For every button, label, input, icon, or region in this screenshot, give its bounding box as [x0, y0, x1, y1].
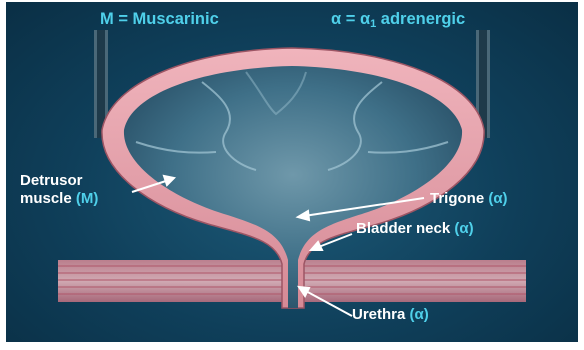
slide-canvas: M = Muscarinic α = α1 adrenergic Detruso…: [6, 2, 578, 342]
trigone-text: Trigone: [430, 190, 484, 207]
detrusor-code: (M): [76, 190, 99, 207]
trigone-label: Trigone (α): [430, 190, 508, 208]
bladder-neck-code: (α): [454, 220, 473, 237]
detrusor-muscle-label: Detrusor muscle (M): [20, 172, 98, 208]
urethra-text: Urethra: [352, 306, 405, 323]
urethra-label: Urethra (α): [352, 306, 429, 324]
bladder-neck-label: Bladder neck (α): [356, 220, 474, 238]
urethra-code: (α): [410, 306, 429, 323]
bladder-neck-text: Bladder neck: [356, 220, 450, 237]
trigone-code: (α): [488, 190, 507, 207]
alpha-adrenergic-key: α = α1 adrenergic: [331, 10, 465, 30]
muscarinic-key: M = Muscarinic: [100, 10, 219, 29]
detrusor-line2: muscle (M): [20, 190, 98, 208]
alpha-key-suffix: adrenergic: [376, 10, 465, 28]
detrusor-line1: Detrusor: [20, 172, 98, 190]
detrusor-line2-text: muscle: [20, 190, 72, 207]
alpha-key-prefix: α = α: [331, 10, 370, 28]
